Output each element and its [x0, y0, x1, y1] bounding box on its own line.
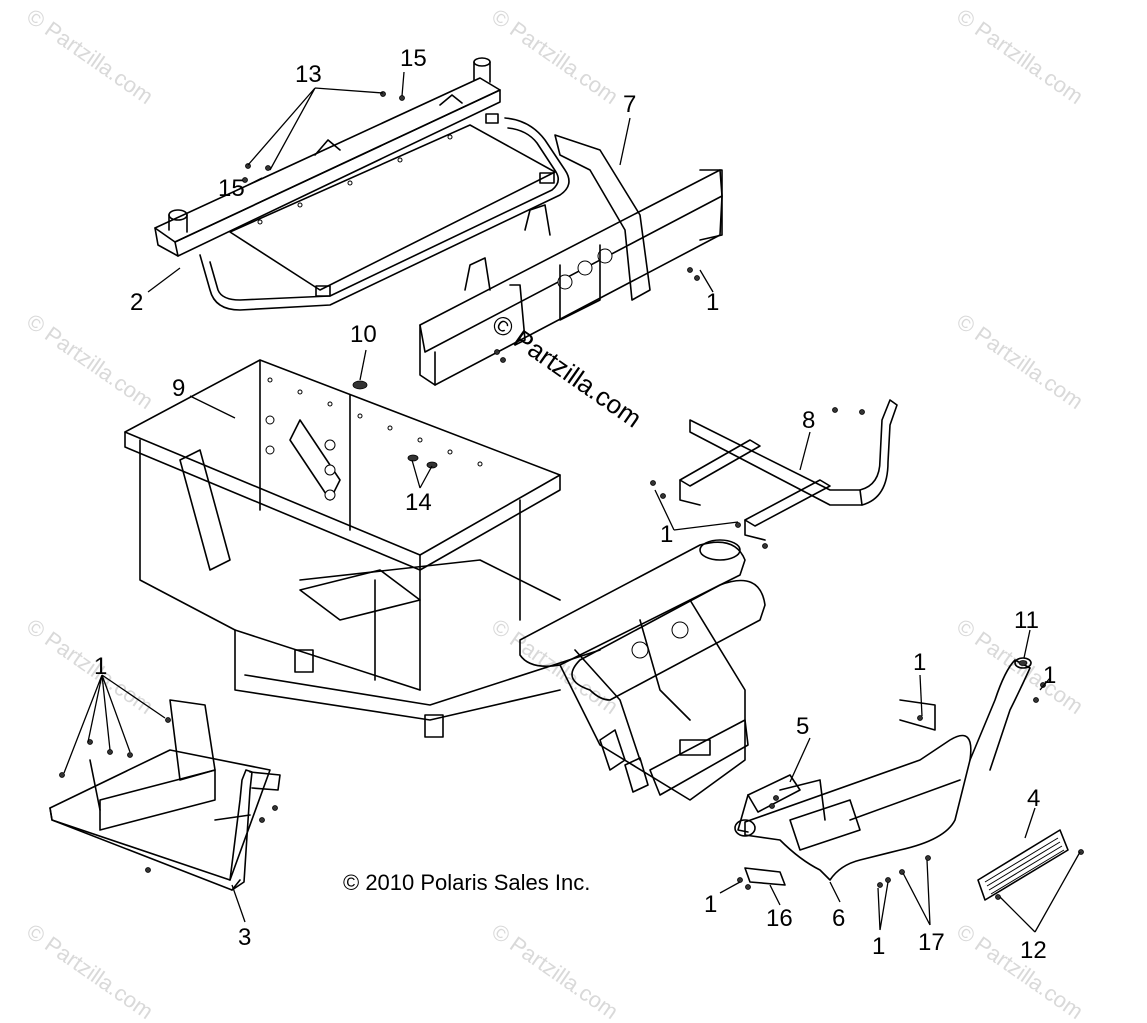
- part-10-plug[interactable]: [352, 380, 368, 390]
- callout-15: 15: [218, 175, 245, 202]
- center-stamp: © Partzilla.com: [487, 308, 648, 433]
- watermark: © Partzilla.com: [487, 4, 623, 110]
- watermark: © Partzilla.com: [22, 614, 158, 720]
- part-16-bracket[interactable]: [744, 867, 786, 886]
- callout-1: 1: [704, 891, 717, 918]
- watermark: © Partzilla.com: [487, 919, 623, 1023]
- callout-13: 13: [295, 61, 322, 88]
- callout-4: 4: [1027, 785, 1040, 812]
- callout-15: 15: [400, 45, 427, 72]
- callout-17: 17: [918, 929, 945, 956]
- part-2-rear-upper-frame[interactable]: [154, 57, 570, 311]
- callout-1: 1: [872, 933, 885, 960]
- callout-1: 1: [706, 289, 719, 316]
- callout-16: 16: [766, 905, 793, 932]
- watermark: © Partzilla.com: [22, 919, 158, 1023]
- callout-12: 12: [1020, 937, 1047, 964]
- part-3-skid-frame[interactable]: [49, 699, 281, 891]
- copyright-text: © 2010 Polaris Sales Inc.: [343, 870, 590, 895]
- callout-9: 9: [172, 375, 185, 402]
- watermark: © Partzilla.com: [952, 919, 1088, 1023]
- fasteners[interactable]: [59, 91, 1084, 900]
- part-4-grille[interactable]: [977, 829, 1069, 901]
- callout-1: 1: [94, 653, 107, 680]
- watermark: © Partzilla.com: [952, 4, 1088, 110]
- callout-14: 14: [405, 489, 432, 516]
- part-11-grommet[interactable]: [1014, 657, 1032, 669]
- callout-11: 11: [1014, 607, 1039, 634]
- part-5-bracket[interactable]: [737, 774, 801, 833]
- part-9-main-frame[interactable]: [124, 359, 601, 738]
- part-14-nuts[interactable]: [407, 454, 438, 469]
- watermark: © Partzilla.com: [22, 309, 158, 415]
- callout-5: 5: [796, 713, 809, 740]
- callout-6: 6: [832, 905, 845, 932]
- part-6-front-bumper[interactable]: [734, 659, 1031, 881]
- callout-3: 3: [238, 924, 251, 951]
- callout-2: 2: [130, 289, 143, 316]
- watermark: © Partzilla.com: [952, 309, 1088, 415]
- callout-1: 1: [913, 649, 926, 676]
- leader-lines: [63, 71, 1081, 933]
- callout-10: 10: [350, 321, 377, 348]
- callout-1: 1: [1043, 662, 1056, 689]
- callout-7: 7: [623, 91, 636, 118]
- callouts: 13 15 15 2 7 1 10 9 14 8 1 1 3 11 1 1 5 …: [94, 45, 1056, 964]
- callout-1: 1: [660, 521, 673, 548]
- front-frame-section[interactable]: [519, 539, 766, 801]
- callout-8: 8: [802, 407, 815, 434]
- part-8-seat-frame[interactable]: [679, 399, 898, 541]
- part-7-rear-support[interactable]: [419, 134, 723, 386]
- watermark: © Partzilla.com: [22, 4, 158, 110]
